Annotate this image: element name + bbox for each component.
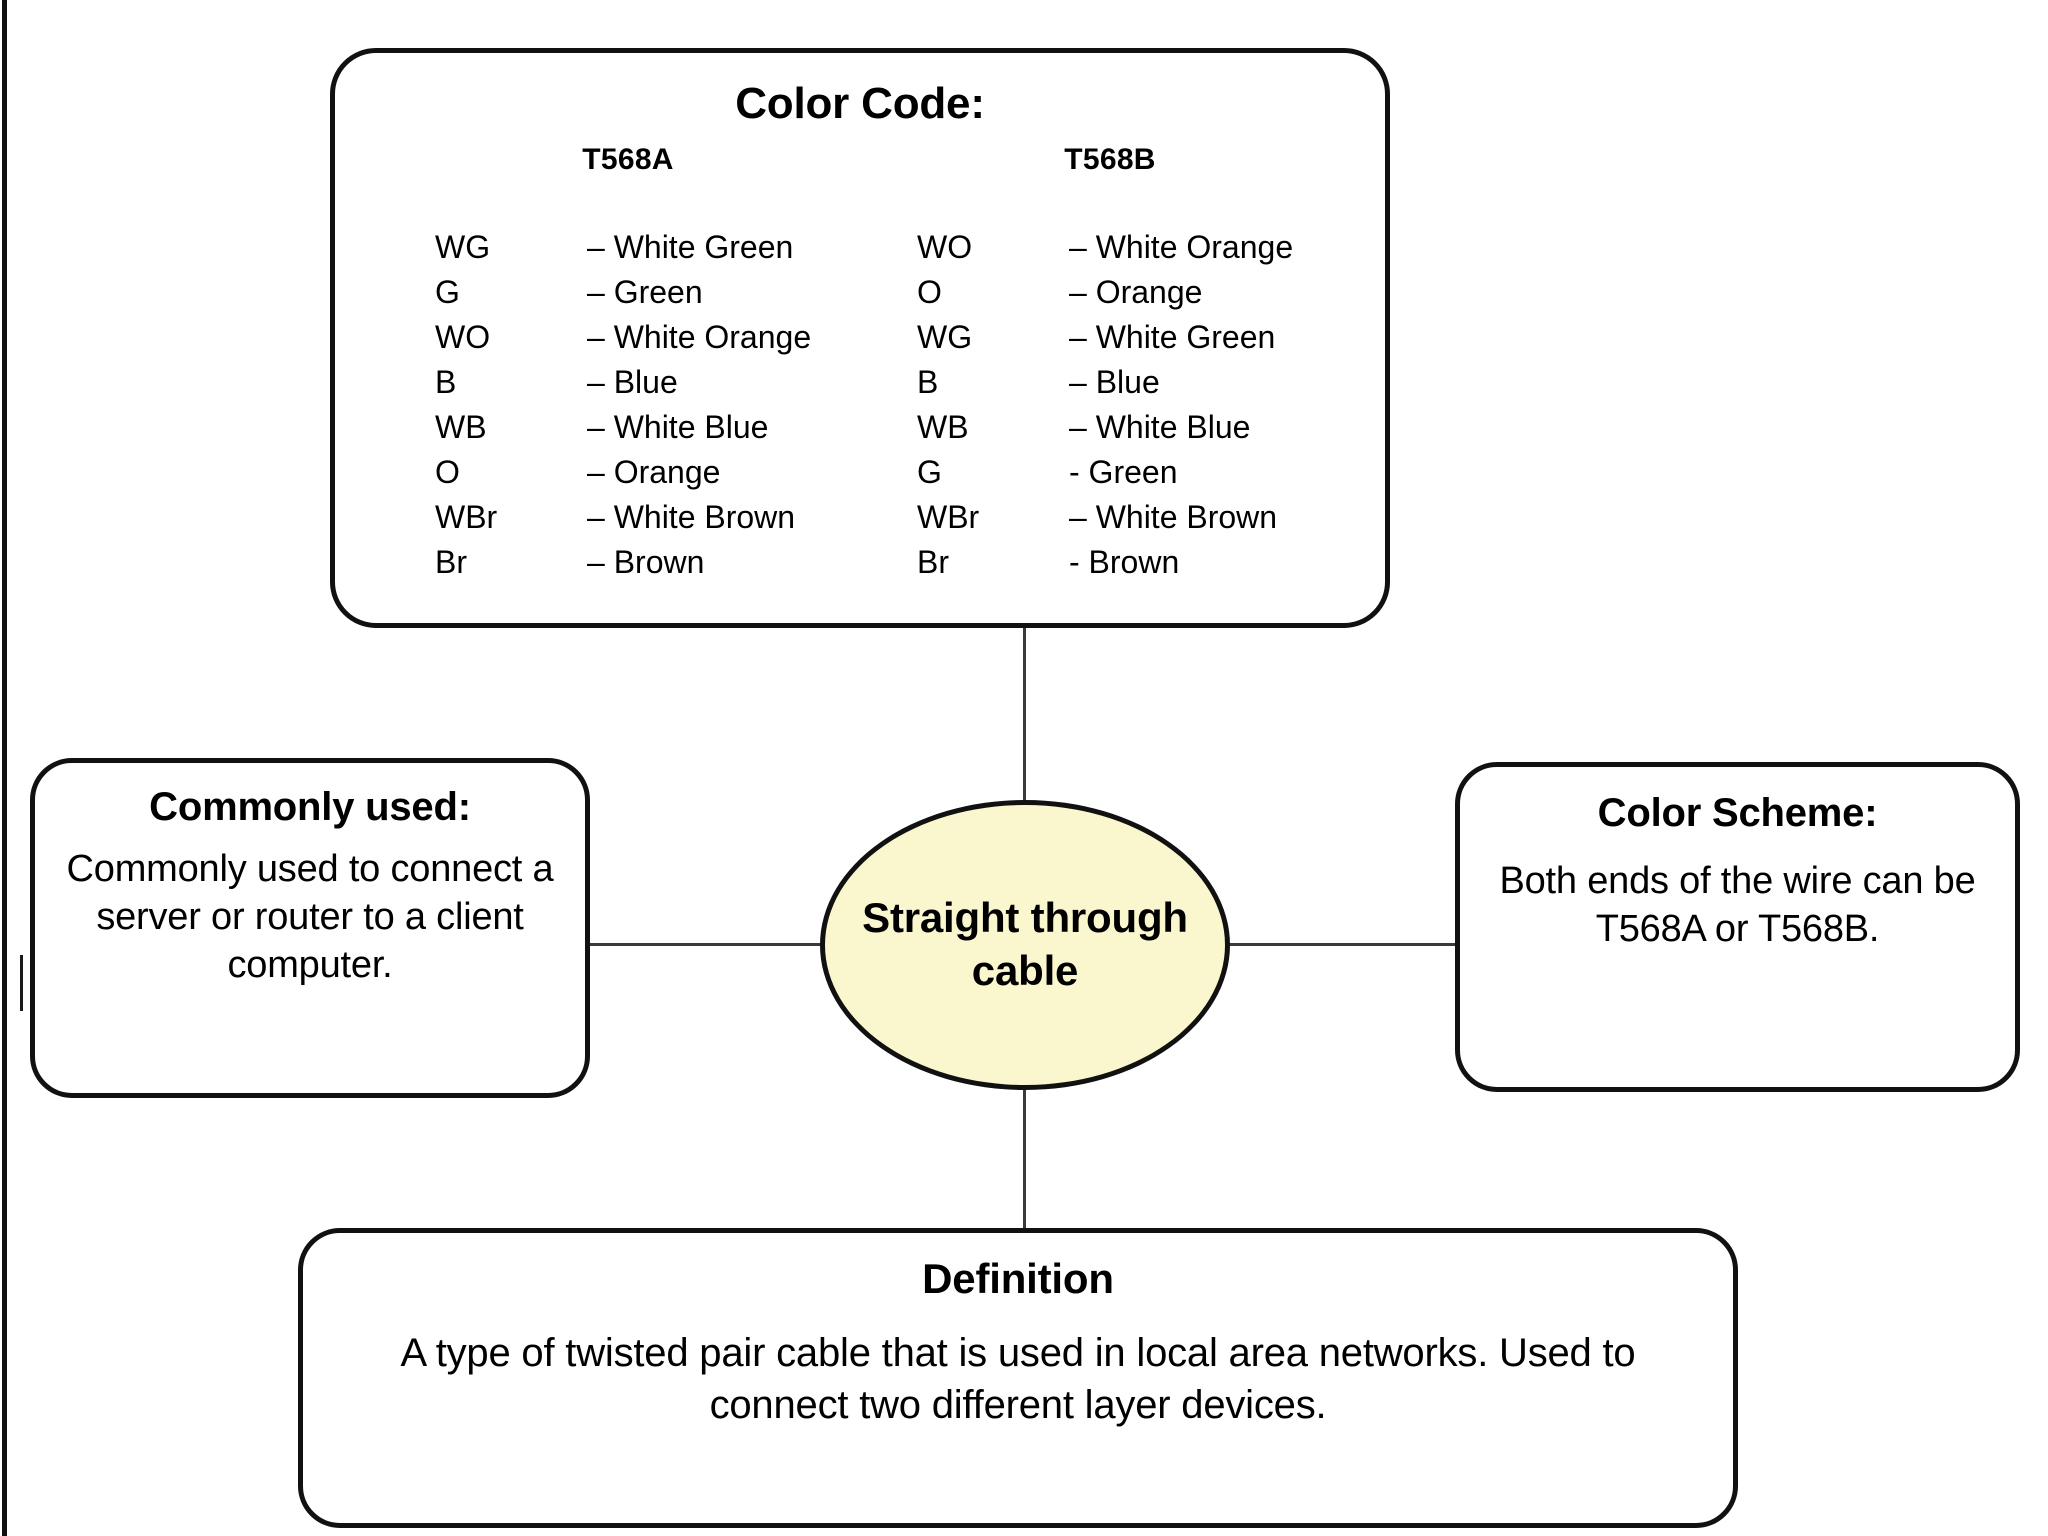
- color-row: G - Green: [917, 450, 1345, 495]
- node-definition[interactable]: Definition A type of twisted pair cable …: [298, 1228, 1738, 1528]
- color-code-columns: T568A WG – White Green G – Green WO – Wh…: [335, 143, 1385, 585]
- color-abbr: WB: [917, 409, 969, 445]
- color-row: O – Orange: [435, 450, 863, 495]
- color-name: – White Green: [587, 229, 794, 265]
- text-cursor-artifact: [20, 955, 23, 1011]
- node-commonly-used[interactable]: Commonly used: Commonly used to connect …: [30, 758, 590, 1098]
- connector-right: [1212, 943, 1459, 946]
- node-color-code[interactable]: Color Code: T568A WG – White Green G – G…: [330, 48, 1390, 628]
- color-row: Br - Brown: [917, 540, 1345, 585]
- connector-bottom: [1023, 1082, 1026, 1232]
- rows-t568a: WG – White Green G – Green WO – White Or…: [393, 225, 863, 585]
- color-name: - Brown: [1069, 544, 1180, 580]
- color-abbr: Br: [917, 544, 949, 580]
- color-abbr: O: [435, 454, 460, 490]
- color-name: – Blue: [1069, 364, 1160, 400]
- color-row: B – Blue: [435, 360, 863, 405]
- connector-top: [1023, 626, 1026, 808]
- column-t568a: T568A WG – White Green G – Green WO – Wh…: [393, 143, 863, 585]
- commonly-used-body: Commonly used to connect a server or rou…: [66, 848, 554, 986]
- color-abbr: G: [435, 274, 460, 310]
- color-name: – Brown: [587, 544, 705, 580]
- center-topic-label: Straight through cable: [862, 894, 1188, 994]
- color-row: WBr – White Brown: [917, 495, 1345, 540]
- color-abbr: WB: [435, 409, 487, 445]
- color-scheme-body: Both ends of the wire can be T568A or T5…: [1499, 860, 1976, 950]
- color-row: G – Green: [435, 270, 863, 315]
- color-name: – Orange: [1069, 274, 1203, 310]
- node-color-scheme[interactable]: Color Scheme: Both ends of the wire can …: [1455, 762, 2020, 1092]
- color-name: – White Brown: [1069, 499, 1278, 535]
- color-abbr: WO: [435, 319, 491, 355]
- color-row: O – Orange: [917, 270, 1345, 315]
- color-abbr: B: [435, 364, 457, 400]
- color-abbr: O: [917, 274, 942, 310]
- color-row: B – Blue: [917, 360, 1345, 405]
- connector-left: [586, 943, 838, 946]
- color-row: WO – White Orange: [435, 315, 863, 360]
- color-abbr: Br: [435, 544, 467, 580]
- color-abbr: G: [917, 454, 942, 490]
- color-row: WG – White Green: [917, 315, 1345, 360]
- column-t568b: T568B WO – White Orange O – Orange WG – …: [875, 143, 1345, 585]
- commonly-used-title: Commonly used:: [149, 785, 471, 829]
- color-row: WO – White Orange: [917, 225, 1345, 270]
- definition-title: Definition: [922, 1255, 1114, 1302]
- node-center-topic[interactable]: Straight through cable: [820, 800, 1230, 1090]
- color-name: – White Blue: [1069, 409, 1251, 445]
- color-row: WB – White Blue: [917, 405, 1345, 450]
- color-name: - Green: [1069, 454, 1178, 490]
- color-scheme-title: Color Scheme:: [1597, 791, 1878, 835]
- color-name: – White Green: [1069, 319, 1276, 355]
- color-name: – White Orange: [1069, 229, 1294, 265]
- column-header-t568b: T568B: [1064, 143, 1156, 176]
- color-name: – White Orange: [587, 319, 812, 355]
- document-left-edge: [2, 0, 7, 1536]
- color-row: WG – White Green: [435, 225, 863, 270]
- color-name: – Blue: [587, 364, 678, 400]
- color-abbr: WBr: [917, 499, 980, 535]
- color-row: WB – White Blue: [435, 405, 863, 450]
- color-name: – White Brown: [587, 499, 796, 535]
- color-abbr: WBr: [435, 499, 498, 535]
- definition-body: A type of twisted pair cable that is use…: [400, 1331, 1636, 1427]
- color-name: – White Blue: [587, 409, 769, 445]
- color-abbr: WG: [435, 229, 491, 265]
- color-name: – Green: [587, 274, 703, 310]
- color-code-title: Color Code:: [735, 79, 985, 128]
- color-row: Br – Brown: [435, 540, 863, 585]
- color-name: – Orange: [587, 454, 721, 490]
- column-header-t568a: T568A: [582, 143, 674, 176]
- rows-t568b: WO – White Orange O – Orange WG – White …: [875, 225, 1345, 585]
- color-abbr: WO: [917, 229, 973, 265]
- color-row: WBr – White Brown: [435, 495, 863, 540]
- color-abbr: WG: [917, 319, 973, 355]
- color-abbr: B: [917, 364, 939, 400]
